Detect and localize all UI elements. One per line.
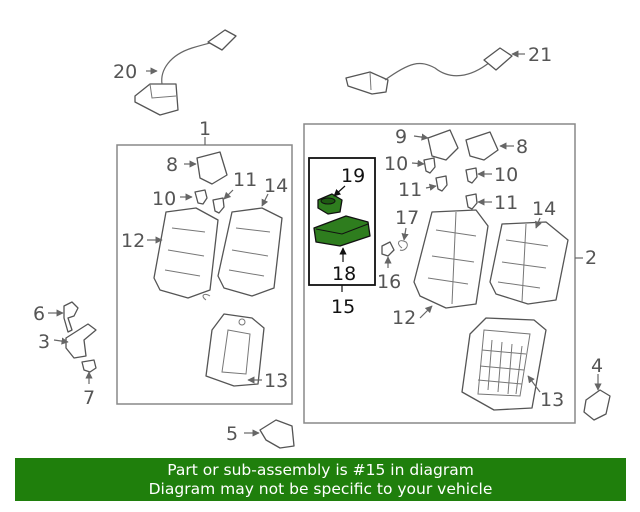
callout-18: 18 <box>332 263 356 285</box>
banner-line-1: Part or sub-assembly is #15 in diagram <box>167 461 474 479</box>
callout-12-right: 12 <box>392 307 416 329</box>
part-3-bracket <box>65 323 97 359</box>
part-12-right-seatback-pad <box>413 209 489 309</box>
callout-8-left: 8 <box>166 154 178 176</box>
callout-10-right-b: 10 <box>494 164 518 186</box>
part-6-bolt <box>63 301 79 333</box>
callout-14-left: 14 <box>264 175 288 197</box>
part-13-right-back-panel <box>461 317 547 411</box>
part-11-right-clip-b <box>465 193 478 210</box>
part-8-right-guide <box>465 131 499 161</box>
part-13-left-back-panel <box>205 313 265 387</box>
part-10-left-clip <box>194 189 208 205</box>
callout-12-left: 12 <box>121 230 145 252</box>
callout-15: 15 <box>331 296 355 318</box>
part-11-left-clip <box>212 197 225 214</box>
callout-13-left: 13 <box>264 370 288 392</box>
right-seatback-frame <box>303 123 576 424</box>
callout-14-right: 14 <box>532 198 556 220</box>
part-20-release-cable <box>134 29 237 116</box>
part-14-right-seatback-pad <box>489 221 569 305</box>
callout-17: 17 <box>395 207 419 229</box>
callout-16: 16 <box>377 271 401 293</box>
callout-10-right-a: 10 <box>384 153 408 175</box>
part-11-right-clip-a <box>435 175 448 192</box>
part-4-bracket <box>583 389 611 421</box>
callout-9: 9 <box>395 126 407 148</box>
callout-10-left: 10 <box>152 188 176 210</box>
part-5-bracket <box>259 419 295 449</box>
part-18-armrest <box>313 215 371 247</box>
part-21-release-cable <box>345 47 513 95</box>
callout-11-right-b: 11 <box>494 192 518 214</box>
info-banner: Part or sub-assembly is #15 in diagram D… <box>15 458 626 501</box>
callout-1: 1 <box>199 118 211 140</box>
part-10-right-clip-a <box>423 157 436 174</box>
callout-5: 5 <box>226 423 238 445</box>
callout-20: 20 <box>113 61 137 83</box>
part-14-left-seatback-pad <box>217 207 283 297</box>
callout-3: 3 <box>38 331 50 353</box>
callout-2: 2 <box>585 247 597 269</box>
part-9-guide <box>427 129 459 161</box>
part-16-fastener <box>381 241 395 257</box>
part-7-screw <box>81 359 97 373</box>
left-small-clip <box>202 293 211 301</box>
part-17-clip <box>398 240 408 251</box>
callout-4: 4 <box>591 355 603 377</box>
callout-11-left: 11 <box>233 169 257 191</box>
callout-19: 19 <box>341 165 365 187</box>
callout-6: 6 <box>33 303 45 325</box>
part-12-left-seatback-pad <box>153 207 219 299</box>
callout-7: 7 <box>83 387 95 409</box>
part-19-cupholder-insert <box>317 193 343 215</box>
banner-line-2: Diagram may not be specific to your vehi… <box>148 480 493 498</box>
callout-13-right: 13 <box>540 389 564 411</box>
part-8-left-guide <box>196 151 228 185</box>
callout-21: 21 <box>528 44 552 66</box>
parts-diagram: 1 2 15 20 21 8 10 11 12 <box>33 29 611 449</box>
callout-11-right-a: 11 <box>398 179 422 201</box>
part-10-right-clip-b <box>465 167 478 184</box>
callout-8-right: 8 <box>516 136 528 158</box>
